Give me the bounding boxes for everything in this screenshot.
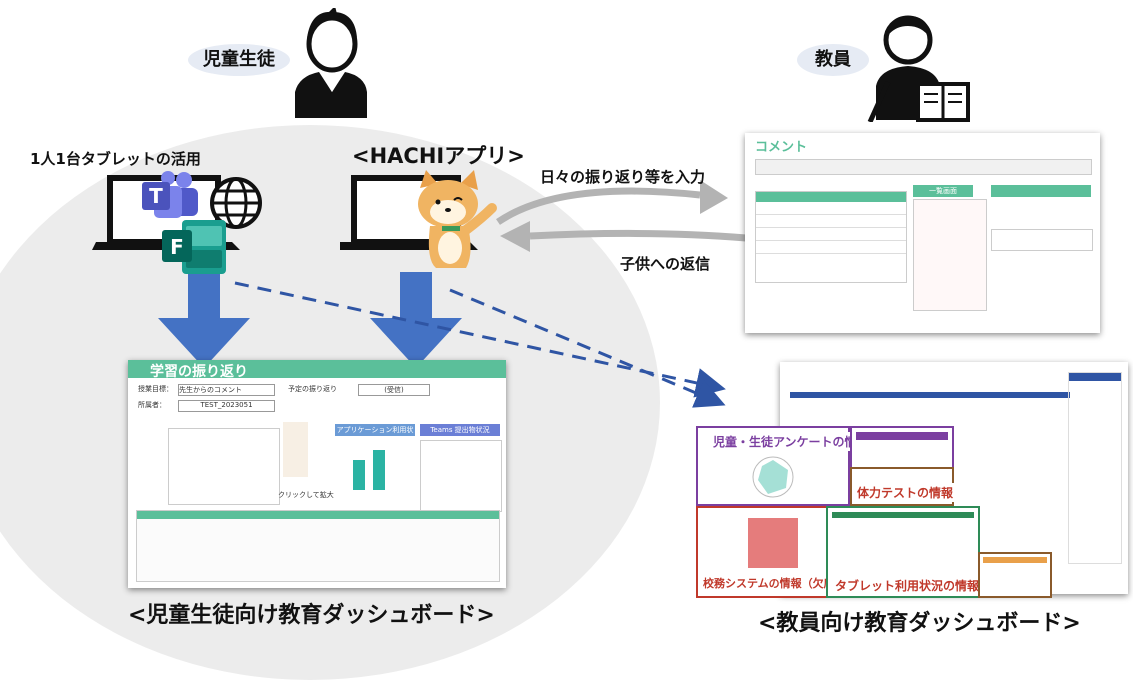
app-usage-tab[interactable]: アプリケーション利用状況 <box>335 424 415 446</box>
fitness-detail <box>978 552 1052 598</box>
svg-text:T: T <box>149 184 163 208</box>
tablet-use-label: 1人1台タブレットの活用 <box>30 150 201 168</box>
globe-icon <box>210 177 262 229</box>
survey-section: 児童・生徒アンケートの情報 <box>696 426 872 506</box>
tablet-usage-label: タブレット利用状況の情報 <box>832 576 983 595</box>
dog-mascot-icon <box>418 170 497 268</box>
hachi-app-label: <HACHIアプリ> <box>352 144 525 168</box>
student-dashboard-panel: 学習の振り返り 授業目標： 先生からのコメント 所属者： TEST_202305… <box>128 360 506 588</box>
radar-chart <box>752 456 794 498</box>
absence-chart <box>748 518 798 568</box>
teacher-dashboard-caption: <教員向け教育ダッシュボード> <box>758 611 1081 636</box>
side-summary <box>1068 372 1122 564</box>
reflection-table <box>136 510 500 582</box>
fitness-section: 体力テストの情報 <box>850 467 957 506</box>
student-list <box>755 191 907 283</box>
member-field[interactable]: TEST_2023051 <box>178 400 275 412</box>
plan-label: 予定の振り返り <box>288 385 337 393</box>
filter-bar[interactable] <box>755 159 1092 175</box>
down-arrow-right <box>370 272 462 368</box>
teams-icon: T <box>142 171 198 218</box>
submission-list <box>420 440 502 512</box>
stamp-grid <box>913 199 987 311</box>
student-dashboard-caption: <児童生徒向け教育ダッシュボード> <box>128 603 495 628</box>
input-arrow <box>496 180 728 225</box>
goal-label: 授業目標： <box>138 385 173 393</box>
survey-section-label: 児童・生徒アンケートの情報 <box>710 432 872 451</box>
comment-input[interactable] <box>991 229 1093 251</box>
reply-to-child-label: 子供への返信 <box>620 255 711 273</box>
line-chart <box>168 428 280 505</box>
teacher-app-panel: コメント 一覧画面 <box>745 133 1100 333</box>
comment-header <box>991 185 1091 197</box>
dashed-arrow-lower <box>449 288 726 408</box>
tab-list-view[interactable]: 一覧画面 <box>913 185 973 197</box>
svg-text:F: F <box>170 235 184 259</box>
click-hint: クリックして拡大 <box>278 491 334 499</box>
school-system-section: 校務システムの情報（欠席等） <box>696 506 860 598</box>
school-system-label: 校務システムの情報（欠席等） <box>700 574 860 592</box>
member-label: 所属者： <box>138 401 166 409</box>
teams-submission-tab[interactable]: Teams 提出物状況 <box>420 424 500 436</box>
header-bar <box>790 392 1070 398</box>
down-arrow-left <box>158 272 250 368</box>
student-icon <box>295 8 367 118</box>
goal-field[interactable]: 先生からのコメント <box>178 384 275 396</box>
reply-arrow <box>500 221 747 252</box>
plan-field[interactable]: (受信) <box>358 384 430 396</box>
forms-icon: F <box>162 220 226 274</box>
usage-bar <box>373 450 385 490</box>
tablet-usage-section: タブレット利用状況の情報 <box>826 506 983 598</box>
usage-bar <box>353 460 365 490</box>
fitness-section-label: 体力テストの情報 <box>854 483 957 502</box>
student-dashboard-title: 学習の振り返り <box>150 364 248 380</box>
arrow-layer <box>158 180 747 408</box>
teachers-label: 教員 <box>797 44 869 76</box>
students-label: 児童生徒 <box>188 44 290 76</box>
teacher-panel-title: コメント <box>755 140 808 155</box>
dog-mascot-icon <box>283 422 308 477</box>
daily-reflection-label: 日々の振り返り等を入力 <box>540 168 706 186</box>
teacher-icon <box>867 15 970 122</box>
dashed-arrow-upper <box>234 281 726 398</box>
